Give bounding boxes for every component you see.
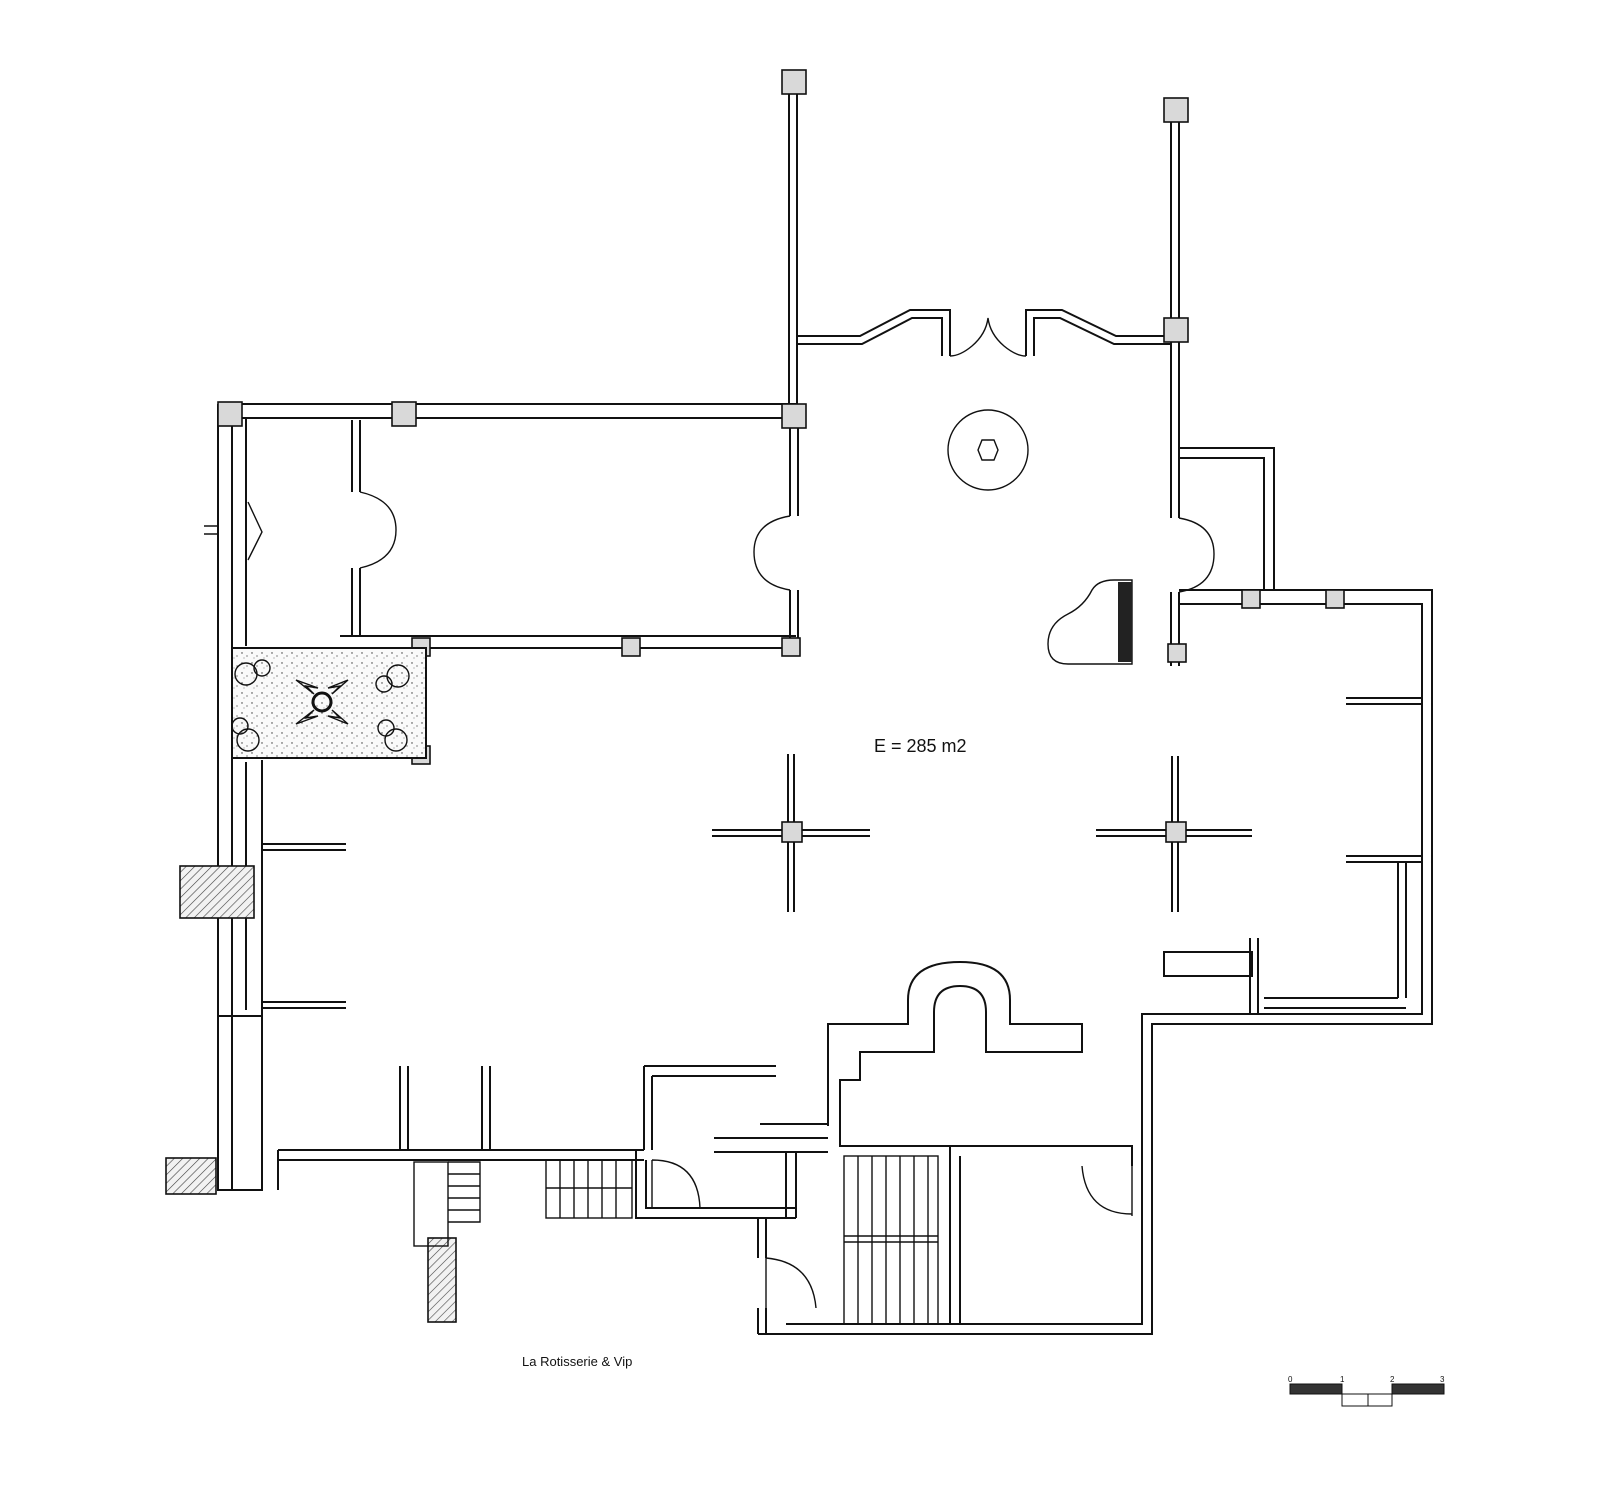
planter-tree — [253, 659, 271, 677]
wall-south-east-rooms — [949, 1146, 1133, 1324]
planter-centerpiece — [311, 691, 333, 713]
planter-tree — [375, 675, 393, 693]
hatched-block-west — [179, 865, 255, 919]
planter-tree — [384, 728, 408, 752]
area-label: E = 285 m2 — [874, 736, 967, 756]
door-service — [651, 1159, 701, 1209]
planter-leaves — [295, 679, 349, 725]
grand-piano — [1047, 579, 1133, 665]
partition-west-stubs — [262, 843, 346, 1009]
column — [1325, 589, 1345, 609]
scale-tick-label: 2 — [1390, 1375, 1395, 1384]
wall-west-corridor — [261, 760, 279, 1190]
double-door-upper-wing-east — [753, 515, 791, 591]
double-door-east — [1178, 517, 1215, 593]
door-south-east-room — [1081, 1165, 1133, 1216]
column — [781, 637, 801, 657]
masonry-blocks — [165, 865, 457, 1323]
fountain-outer-ring — [947, 409, 1029, 491]
piano-keyboard — [1118, 582, 1132, 662]
stair-central — [545, 1159, 633, 1219]
scale-bar-segment — [1289, 1383, 1343, 1395]
scale-bar-segment — [1341, 1393, 1369, 1407]
planter-tree — [231, 717, 249, 735]
column — [1163, 97, 1189, 123]
scale-tick-label: 0 — [1288, 1375, 1293, 1384]
plan-title: La Rotisserie & Vip — [522, 1354, 632, 1369]
wall-upper-wing-partition — [351, 420, 361, 636]
scale-bar-segment — [1367, 1393, 1393, 1407]
door-south-service — [765, 1257, 817, 1309]
hatched-block-south-west — [165, 1157, 217, 1195]
double-door-entrance — [949, 317, 1027, 357]
planter-tree — [377, 719, 395, 737]
wall-east-wing — [786, 589, 1433, 1335]
stair-east — [843, 1155, 939, 1325]
column — [1167, 643, 1187, 663]
wall-east-wing-stubs — [1264, 697, 1422, 1009]
column — [781, 69, 807, 95]
wall-upper-wing-top — [218, 403, 796, 419]
wall-arch-niche — [827, 960, 1133, 1166]
column — [391, 401, 417, 427]
column — [217, 401, 243, 427]
scale-tick-label: 3 — [1440, 1375, 1445, 1384]
stairs — [413, 1155, 939, 1325]
wall-west-exterior — [217, 404, 233, 1190]
column — [781, 821, 803, 843]
wall-upper-wing-east — [789, 420, 799, 650]
wall-upper-wing-bottom — [340, 635, 796, 649]
fixtures — [204, 409, 1133, 665]
cross-partitions — [262, 754, 1252, 1009]
stair-south-west — [413, 1161, 449, 1247]
stair-east-treads — [844, 1156, 938, 1324]
column — [621, 637, 641, 657]
wall-south-stubs — [399, 1066, 491, 1150]
entrance-step-west — [204, 501, 263, 561]
wall-east-annex — [1179, 447, 1275, 590]
wall-north-pier-east — [1170, 112, 1180, 470]
wall-service-room — [635, 1065, 796, 1219]
stair-central-treads — [546, 1160, 632, 1218]
doors — [359, 317, 1215, 1309]
column — [1165, 821, 1187, 843]
wall-south-main — [278, 1149, 644, 1161]
wall-service-inner — [714, 1123, 828, 1218]
wall-entrance-east — [1025, 309, 1171, 356]
fountain-center — [977, 439, 999, 461]
counter-east — [1163, 951, 1253, 977]
wall-service-south — [757, 1218, 786, 1335]
stair-south-west-treads — [448, 1161, 481, 1223]
wall-entrance-west — [797, 309, 951, 356]
column — [1241, 589, 1261, 609]
scale-bar: 0 1 2 3 — [1288, 1375, 1445, 1407]
wall-east-upper — [1170, 470, 1180, 666]
scale-tick-label: 1 — [1340, 1375, 1345, 1384]
double-door-upper-wing — [359, 491, 397, 569]
column — [781, 403, 807, 429]
hatched-block-stair — [427, 1237, 457, 1323]
column — [1163, 317, 1189, 343]
scale-bar-segment — [1391, 1383, 1445, 1395]
planter-garden — [231, 647, 427, 759]
wall-north-pier-west — [788, 84, 798, 404]
wall-west-lower-box — [217, 1015, 263, 1191]
